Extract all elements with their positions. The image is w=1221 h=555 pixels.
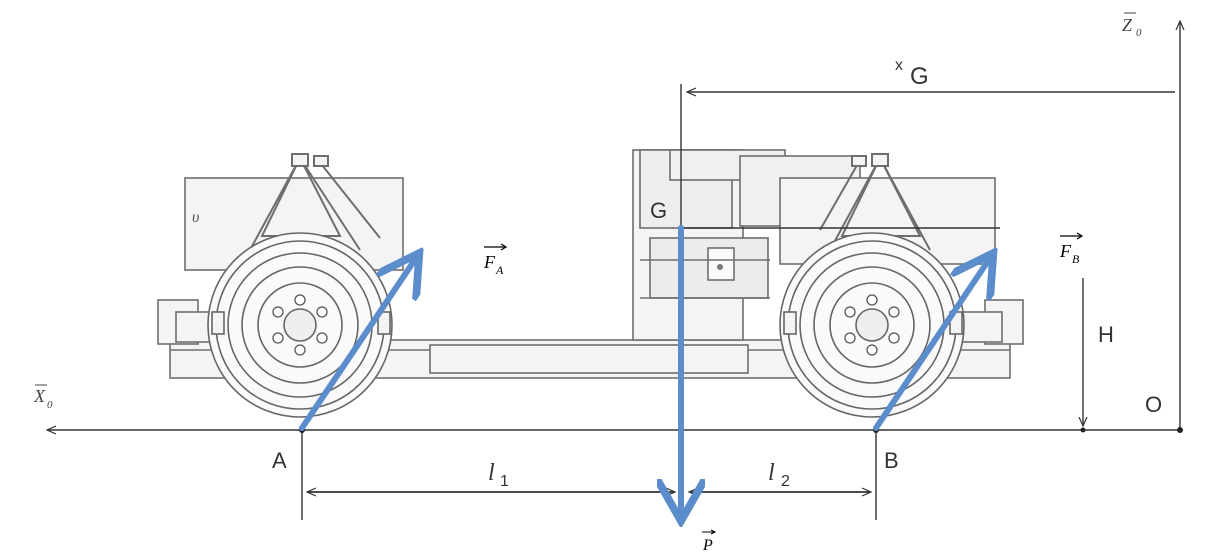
l2-symbol: l bbox=[768, 460, 775, 486]
l1-subscript: 1 bbox=[500, 473, 509, 490]
l2-subscript: 2 bbox=[781, 473, 790, 490]
right-wheel bbox=[779, 232, 965, 418]
fa-symbol: F bbox=[483, 252, 496, 272]
fb-symbol: F bbox=[1059, 241, 1072, 261]
height-label: H bbox=[1098, 322, 1114, 347]
z0-axis-label: Z 0 bbox=[1122, 12, 1142, 39]
force-fb-label: F B bbox=[1059, 232, 1084, 266]
point-o-label: O bbox=[1145, 392, 1162, 417]
dimension-lines bbox=[48, 22, 1180, 520]
svg-text:υ: υ bbox=[192, 209, 199, 226]
l1-symbol: l bbox=[488, 460, 495, 486]
left-wheel bbox=[207, 232, 393, 418]
l1-label: l 1 bbox=[488, 460, 509, 490]
weight-p-label: P bbox=[702, 529, 717, 554]
xg-label: x G bbox=[895, 57, 929, 90]
point-b-label: B bbox=[884, 448, 899, 473]
fa-label-box bbox=[428, 232, 570, 286]
fa-subscript: A bbox=[495, 263, 504, 277]
fb-label-box bbox=[1000, 220, 1140, 272]
point-a-label: A bbox=[272, 448, 287, 473]
left-suspension-frame bbox=[249, 153, 381, 251]
z0-subscript: 0 bbox=[1136, 27, 1142, 39]
force-arrows bbox=[299, 225, 990, 515]
z0-symbol: Z bbox=[1122, 15, 1133, 35]
p-symbol: P bbox=[702, 537, 713, 554]
fb-subscript: B bbox=[1072, 252, 1080, 266]
x0-axis-label: X 0 bbox=[33, 384, 53, 411]
xg-x: x bbox=[895, 57, 903, 74]
point-o-dot bbox=[1177, 427, 1183, 433]
xg-g: G bbox=[910, 63, 929, 90]
chassis-center-plate bbox=[429, 344, 749, 374]
point-g-label: G bbox=[650, 198, 667, 223]
x0-symbol: X bbox=[33, 386, 46, 406]
force-fa-arrow bbox=[299, 258, 416, 431]
l2-label: l 2 bbox=[768, 460, 790, 490]
x0-subscript: 0 bbox=[47, 399, 53, 411]
point-h-dot bbox=[1080, 427, 1086, 433]
force-fa-label: F A bbox=[483, 243, 508, 277]
force-fb-arrow bbox=[873, 258, 990, 431]
